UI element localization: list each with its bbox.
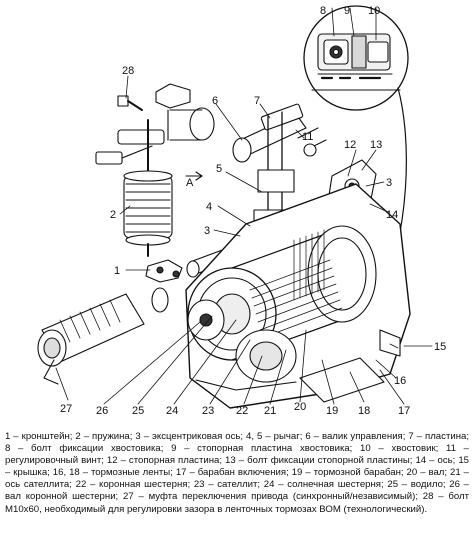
label-7: 7 [254, 95, 260, 107]
label-14: 14 [386, 209, 398, 221]
bracket-1 [145, 259, 183, 283]
label-26: 26 [96, 405, 108, 417]
label-2: 2 [110, 209, 116, 221]
label-1: 1 [114, 265, 120, 277]
gearbox-body [185, 183, 411, 409]
label-3a: 3 [204, 225, 210, 237]
label-17: 17 [398, 405, 410, 417]
label-9: 9 [344, 5, 350, 17]
label-5: 5 [216, 163, 222, 175]
label-8: 8 [320, 5, 326, 17]
figure-caption: 1 – кронштейн; 2 – пружина; 3 – эксцентр… [5, 431, 469, 515]
label-24: 24 [166, 405, 178, 417]
label-19: 19 [326, 405, 338, 417]
technical-drawing: 28 2 1 А 3 4 5 6 7 11 8 9 10 12 13 3 14 … [37, 5, 446, 417]
label-25: 25 [132, 405, 144, 417]
label-23: 23 [202, 405, 214, 417]
label-4: 4 [206, 201, 212, 213]
label-13: 13 [370, 139, 382, 151]
label-20: 20 [294, 401, 306, 413]
label-6: 6 [212, 95, 218, 107]
label-27: 27 [60, 403, 72, 415]
clutch-coupling-27 [37, 287, 169, 385]
label-10: 10 [368, 5, 380, 17]
inset-detail-tail [303, 5, 409, 301]
label-11: 11 [302, 131, 313, 143]
label-3b: 3 [386, 177, 392, 189]
label-12: 12 [344, 139, 356, 151]
label-28: 28 [122, 65, 134, 77]
label-21: 21 [264, 405, 276, 417]
label-15: 15 [434, 341, 446, 353]
label-16: 16 [394, 375, 406, 387]
leader-lines [55, 7, 433, 405]
label-22: 22 [236, 405, 248, 417]
label-18: 18 [358, 405, 370, 417]
spring-assembly [95, 83, 215, 257]
callout-labels: 28 2 1 А 3 4 5 6 7 11 8 9 10 12 13 3 14 … [60, 5, 446, 417]
label-A: А [186, 177, 194, 189]
